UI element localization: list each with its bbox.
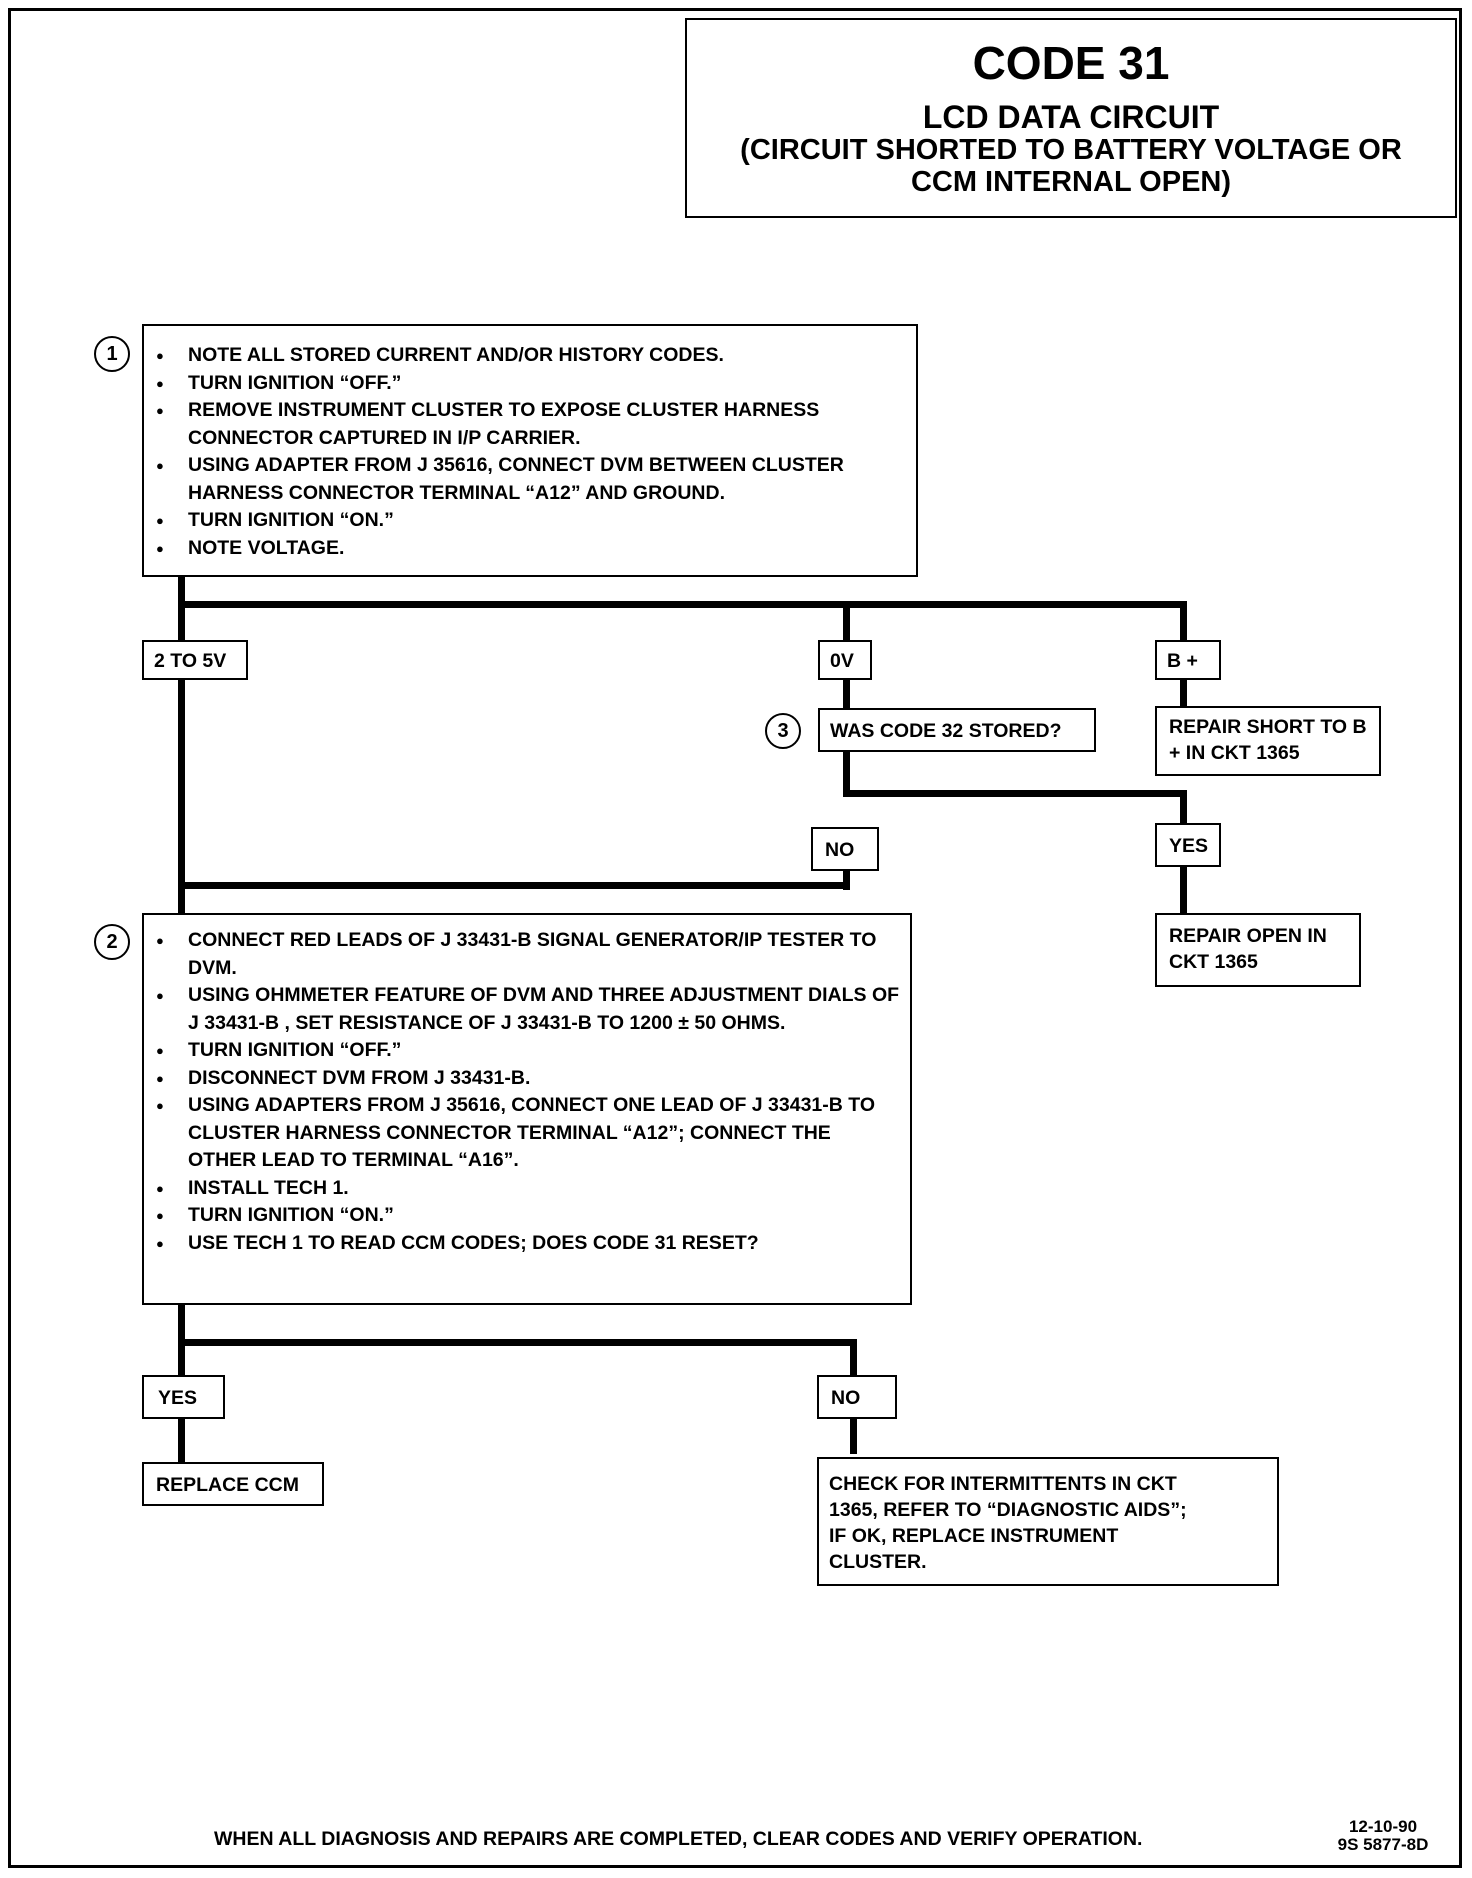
- step-2-item: USE TECH 1 TO READ CCM CODES; DOES CODE …: [144, 1230, 902, 1258]
- step-1-box: NOTE ALL STORED CURRENT AND/OR HISTORY C…: [142, 324, 918, 577]
- connector-line: [843, 601, 850, 796]
- step-3-number: 3: [765, 713, 801, 749]
- connector-line: [843, 790, 1187, 797]
- circuit-condition-line2: CCM INTERNAL OPEN): [910, 166, 1232, 198]
- connector-line: [843, 860, 850, 890]
- connector-line: [178, 882, 850, 889]
- connector-line: [178, 1339, 857, 1346]
- check-intermittent-box: CHECK FOR INTERMITTENTS IN CKT 1365, REF…: [817, 1457, 1279, 1586]
- doc-id: 12-10-90 9S 5877-8D: [1318, 1818, 1448, 1854]
- step-2-item: DISCONNECT DVM FROM J 33431-B.: [144, 1065, 902, 1093]
- connector-line: [178, 601, 1187, 608]
- doc-number: 9S 5877-8D: [1337, 1835, 1429, 1854]
- result-0v: 0V: [818, 640, 872, 680]
- step-2-item: USING OHMMETER FEATURE OF DVM AND THREE …: [144, 982, 902, 1037]
- step-2-yes: YES: [142, 1375, 225, 1419]
- step-1-number: 1: [94, 336, 130, 372]
- page-frame: [8, 8, 1462, 1868]
- step-2-item: USING ADAPTERS FROM J 35616, CONNECT ONE…: [144, 1092, 902, 1175]
- connector-line: [1180, 858, 1187, 918]
- step-2-item: TURN IGNITION “ON.”: [144, 1202, 902, 1230]
- step-1-item: REMOVE INSTRUMENT CLUSTER TO EXPOSE CLUS…: [144, 397, 908, 452]
- step-1-item: NOTE VOLTAGE.: [144, 535, 908, 563]
- step-1-item: TURN IGNITION “ON.”: [144, 507, 908, 535]
- step-3-yes: YES: [1155, 823, 1221, 867]
- step-1-item: TURN IGNITION “OFF.”: [144, 370, 908, 398]
- step-1-item: NOTE ALL STORED CURRENT AND/OR HISTORY C…: [144, 342, 908, 370]
- step-2-item: INSTALL TECH 1.: [144, 1175, 902, 1203]
- replace-ccm-box: REPLACE CCM: [142, 1462, 324, 1506]
- connector-line: [178, 576, 185, 916]
- circuit-condition-line1: (CIRCUIT SHORTED TO BATTERY VOLTAGE OR: [740, 134, 1402, 166]
- step-2-number: 2: [94, 924, 130, 960]
- step-2-box: CONNECT RED LEADS OF J 33431-B SIGNAL GE…: [142, 913, 912, 1305]
- result-2-to-5v: 2 TO 5V: [142, 640, 248, 680]
- step-2-item: CONNECT RED LEADS OF J 33431-B SIGNAL GE…: [144, 927, 902, 982]
- step-3-no: NO: [811, 827, 879, 871]
- circuit-title: LCD DATA CIRCUIT: [922, 99, 1220, 135]
- doc-date: 12-10-90: [1348, 1817, 1418, 1836]
- title-block: CODE 31 LCD DATA CIRCUIT (CIRCUIT SHORTE…: [685, 18, 1457, 218]
- result-b-plus: B +: [1155, 640, 1221, 680]
- footer-note: WHEN ALL DIAGNOSIS AND REPAIRS ARE COMPL…: [214, 1828, 1143, 1850]
- repair-short-box: REPAIR SHORT TO B + IN CKT 1365: [1155, 706, 1381, 776]
- code-title: CODE 31: [972, 37, 1170, 89]
- step-3-question: WAS CODE 32 STORED?: [818, 708, 1096, 752]
- step-2-item: TURN IGNITION “OFF.”: [144, 1037, 902, 1065]
- step-1-item: USING ADAPTER FROM J 35616, CONNECT DVM …: [144, 452, 908, 507]
- repair-open-box: REPAIR OPEN IN CKT 1365: [1155, 913, 1361, 987]
- step-2-no: NO: [817, 1375, 897, 1419]
